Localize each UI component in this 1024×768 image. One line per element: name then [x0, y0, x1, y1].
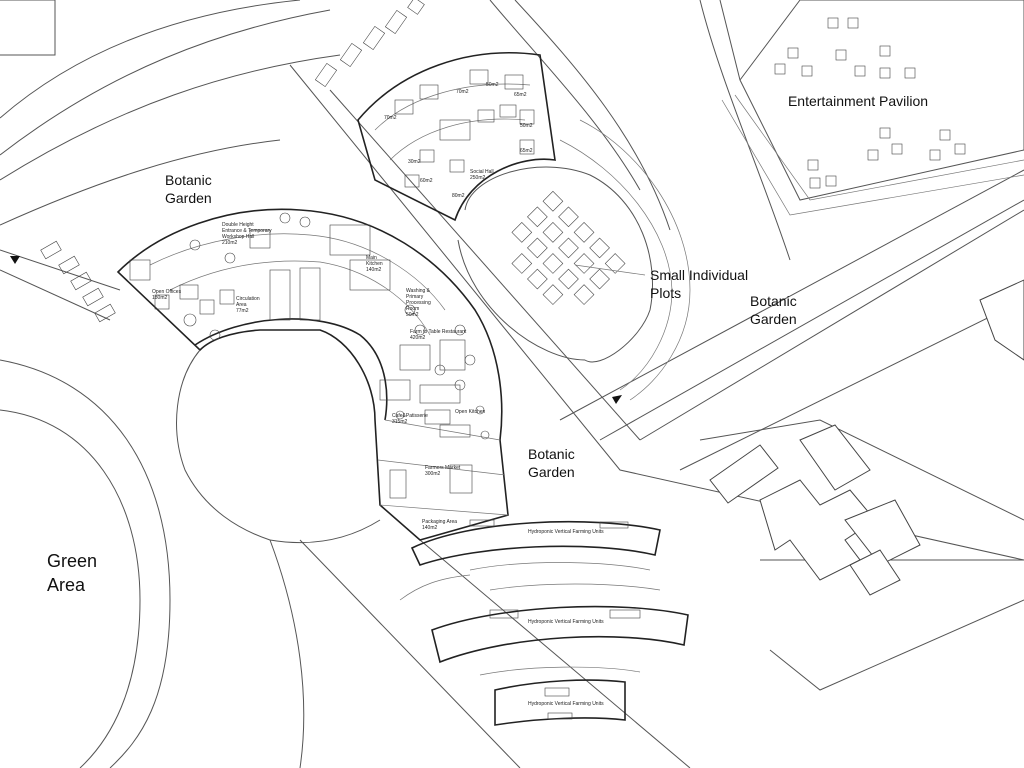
svg-text:140m2: 140m2 — [422, 525, 438, 531]
svg-text:Area: Area — [236, 302, 247, 308]
pavilion-tables — [774, 17, 966, 189]
north-building — [357, 52, 556, 222]
botanic-garden-label: Botanic — [165, 172, 212, 188]
svg-text:Circulation: Circulation — [236, 296, 260, 302]
svg-text:50m2: 50m2 — [406, 312, 419, 318]
main-building — [116, 208, 509, 544]
svg-text:30m2: 30m2 — [408, 159, 421, 165]
svg-text:Entrance & Temporary: Entrance & Temporary — [222, 228, 272, 234]
svg-text:80m2: 80m2 — [452, 193, 465, 199]
svg-text:Farm to Table Restaurant: Farm to Table Restaurant — [410, 329, 467, 335]
svg-text:Room: Room — [406, 306, 419, 312]
parking-spaces — [40, 0, 425, 323]
botanic-garden-label: Garden — [165, 190, 212, 206]
hydroponic-units — [399, 519, 689, 726]
svg-text:Open Offices: Open Offices — [152, 289, 182, 295]
svg-text:210m2: 210m2 — [222, 240, 238, 246]
hydroponic-units-label: Hydroponic Vertical Farming Units — [528, 619, 604, 625]
svg-text:Social Hall: Social Hall — [470, 169, 494, 175]
svg-text:Packaging Area: Packaging Area — [422, 519, 457, 525]
svg-text:250m2: 250m2 — [470, 175, 486, 181]
green-area-label: Area — [47, 575, 86, 595]
svg-text:180m2: 180m2 — [152, 295, 168, 301]
small-individual-plots-label: Small Individual — [650, 267, 748, 283]
svg-text:Workshop Hall: Workshop Hall — [222, 234, 254, 240]
green-area-label: Green — [47, 551, 97, 571]
plots-circle — [457, 119, 691, 401]
svg-text:65m2: 65m2 — [514, 92, 527, 98]
svg-text:Open Kitchen: Open Kitchen — [455, 409, 486, 415]
svg-text:Primary: Primary — [406, 294, 424, 300]
svg-text:Main: Main — [366, 255, 377, 261]
botanic-garden-label: Botanic — [528, 446, 575, 462]
hydroponic-units-label: Hydroponic Vertical Farming Units — [528, 701, 604, 707]
svg-text:Farmers Market: Farmers Market — [425, 465, 461, 471]
hydroponic-units-label: Hydroponic Vertical Farming Units — [528, 529, 604, 535]
svg-text:60m2: 60m2 — [420, 178, 433, 184]
svg-text:Washing &: Washing & — [406, 288, 431, 294]
small-individual-plots-label: Plots — [650, 285, 681, 301]
svg-text:Kitchen: Kitchen — [366, 261, 383, 267]
svg-text:140m2: 140m2 — [366, 267, 382, 273]
svg-text:Cafe&Patisserie: Cafe&Patisserie — [392, 413, 428, 419]
svg-text:65m2: 65m2 — [520, 148, 533, 154]
svg-text:70m2: 70m2 — [456, 89, 469, 95]
entry-arrow-icon — [612, 395, 622, 404]
svg-text:70m2: 70m2 — [384, 115, 397, 121]
entertainment-pavilion-label: Entertainment Pavilion — [788, 93, 928, 109]
adjacent-buildings — [709, 279, 1024, 596]
svg-text:300m2: 300m2 — [425, 471, 441, 477]
main-building-room-labels: Double Height Entrance & Temporary Works… — [152, 222, 486, 531]
svg-text:77m2: 77m2 — [236, 308, 249, 314]
svg-text:Processing: Processing — [406, 300, 431, 306]
svg-text:Double Height: Double Height — [222, 222, 254, 228]
north-building-room-labels: 70m2 50m2 65m2 70m2 50m2 65m2 30m2 60m2 … — [384, 82, 533, 199]
svg-text:50m2: 50m2 — [486, 82, 499, 88]
botanic-garden-label: Garden — [750, 311, 797, 327]
botanic-garden-label: Garden — [528, 464, 575, 480]
entry-arrow-icon — [10, 256, 20, 264]
botanic-garden-label: Botanic — [750, 293, 797, 309]
svg-text:420m2: 420m2 — [410, 335, 426, 341]
svg-text:315m2: 315m2 — [392, 419, 408, 425]
svg-text:50m2: 50m2 — [520, 123, 533, 129]
